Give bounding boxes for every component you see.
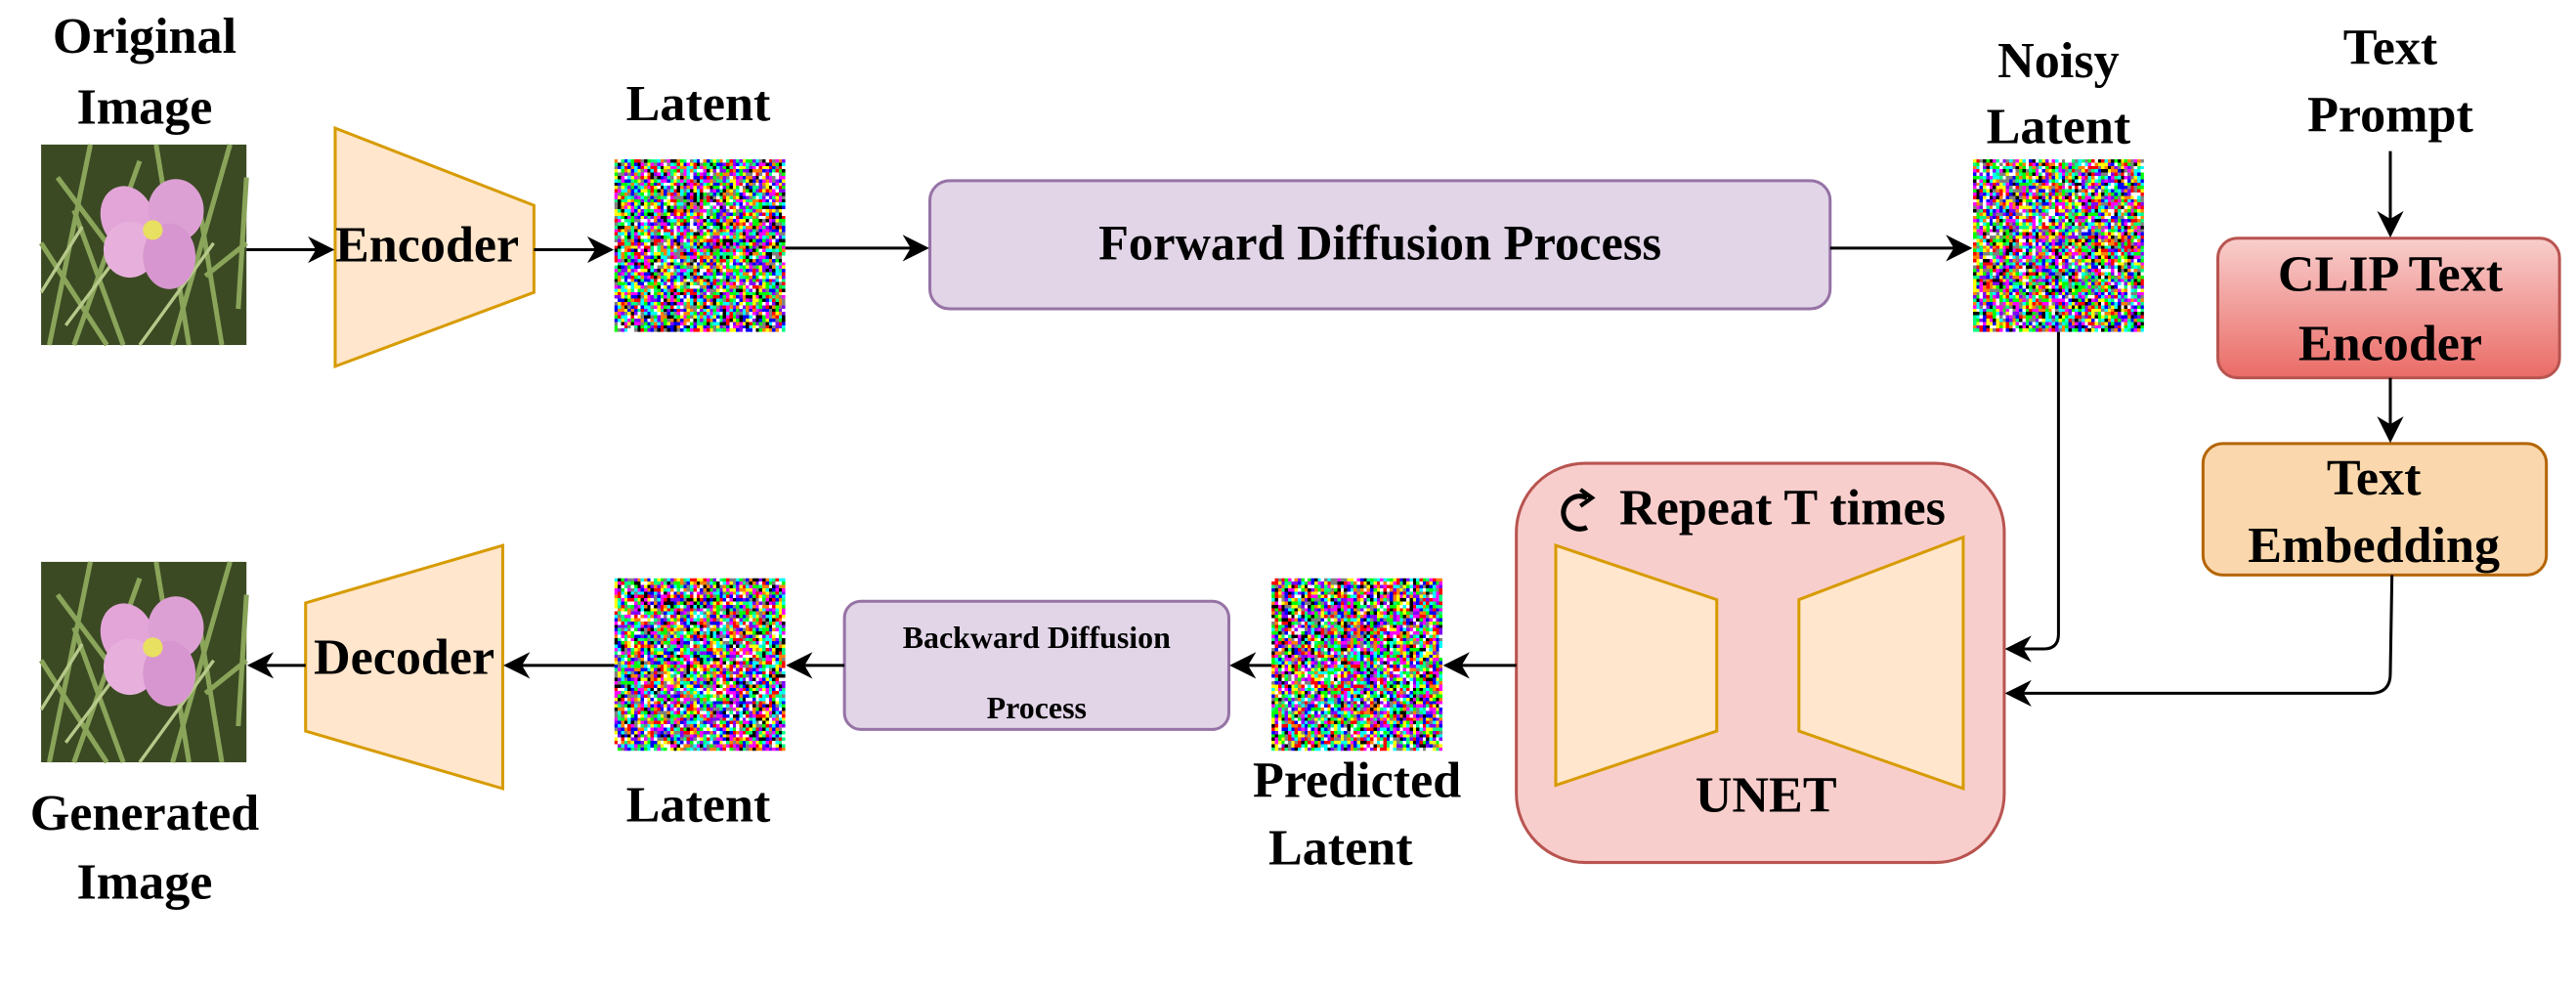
latent-bottom-noise <box>615 579 786 752</box>
repeat-label: Repeat T times <box>1619 480 1946 536</box>
original-image <box>41 145 246 345</box>
predicted-latent-label-1: Predicted <box>1253 753 1461 809</box>
original-image-label-2: Image <box>77 79 213 135</box>
encoder-label: Encoder <box>335 217 519 273</box>
latent-top-label: Latent <box>626 76 771 132</box>
predicted-latent-label-2: Latent <box>1268 820 1413 876</box>
latent-bottom-label: Latent <box>626 778 771 834</box>
original-image-label-1: Original <box>53 9 236 64</box>
generated-image-label-2: Image <box>77 855 213 911</box>
backward-label-2: Process <box>987 691 1087 725</box>
text-embedding-label-1: Text <box>2327 451 2422 506</box>
noisy-latent-noise <box>1973 159 2144 332</box>
arrow-noisy-to-unet <box>2007 332 2058 649</box>
forward-diffusion-label: Forward Diffusion Process <box>1098 215 1661 270</box>
noisy-latent-label-1: Noisy <box>1997 33 2120 89</box>
generated-image <box>41 562 246 762</box>
text-prompt-label-1: Text <box>2343 21 2438 76</box>
noisy-latent-label-2: Latent <box>1987 99 2131 154</box>
predicted-latent-noise <box>1271 579 1442 752</box>
clip-label-2: Encoder <box>2298 316 2482 371</box>
text-embedding-label-2: Embedding <box>2248 518 2500 574</box>
clip-label-1: CLIP Text <box>2278 247 2504 303</box>
latent-top-noise <box>615 159 786 332</box>
arrow-embedding-to-unet <box>2007 575 2391 693</box>
generated-image-label-1: Generated <box>30 786 259 841</box>
unet-label: UNET <box>1696 768 1837 824</box>
text-prompt-label-2: Prompt <box>2307 88 2473 144</box>
backward-label-1: Backward Diffusion <box>903 621 1171 655</box>
decoder-label: Decoder <box>314 629 494 685</box>
